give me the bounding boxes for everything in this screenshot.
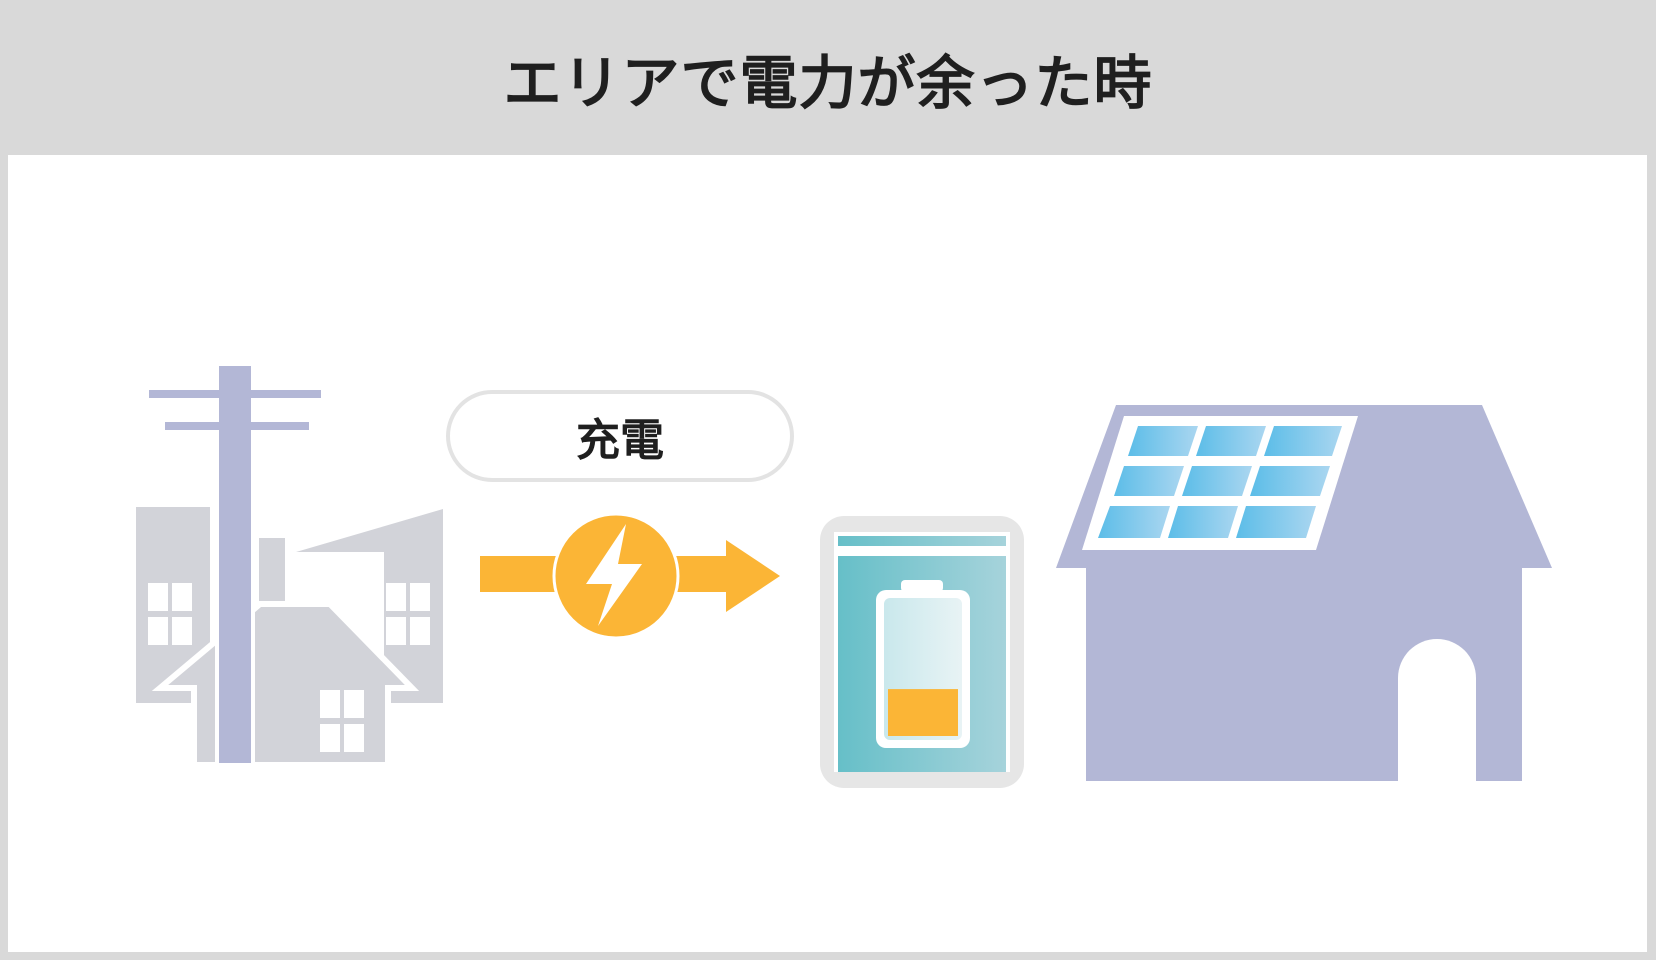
city-buildings-icon xyxy=(136,507,443,768)
header-bar: エリアで電力が余った時 xyxy=(0,0,1656,155)
solar-house-icon xyxy=(1056,405,1552,781)
charge-label-pill xyxy=(446,390,794,482)
page-title: エリアで電力が余った時 xyxy=(503,48,1153,117)
charge-label: 充電 xyxy=(576,415,664,466)
battery-storage-icon xyxy=(820,516,1024,788)
battery-charge-fill xyxy=(888,689,958,736)
charge-arrow xyxy=(480,512,780,640)
utility-pole-icon xyxy=(149,362,321,767)
solar-panel xyxy=(1082,416,1358,550)
lightning-icon xyxy=(586,524,642,626)
